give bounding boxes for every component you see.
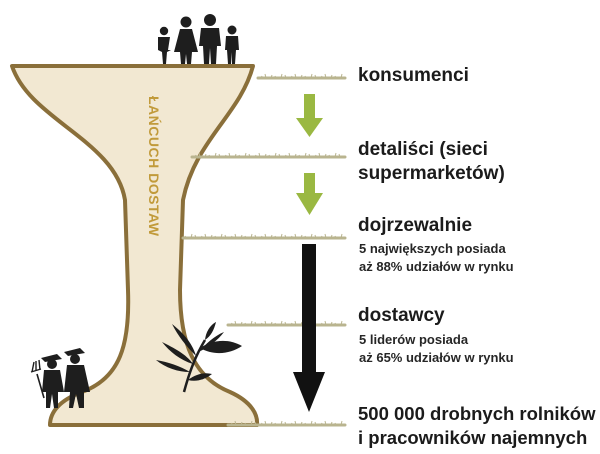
plant-icon [156, 322, 242, 393]
level-retailers-title-line2: supermarketów) [358, 163, 505, 184]
farmers-icon [30, 348, 90, 408]
level-retailers-title-line1: detaliści (sieci [358, 139, 488, 160]
level-line [190, 152, 347, 159]
level-lines [181, 73, 347, 427]
level-consumers-title: konsumenci [358, 65, 469, 86]
level-suppliers-detail-line1: 5 liderów posiada [359, 332, 469, 347]
family-icon [158, 14, 239, 64]
level-farmers-title-line2: i pracowników najemnych [358, 427, 588, 448]
level-line [256, 73, 347, 80]
level-suppliers-detail-line2: aż 65% udziałów w rynku [359, 350, 514, 365]
supply-chain-label: ŁAŃCUCH DOSTAW [146, 96, 162, 237]
level-line [181, 233, 347, 240]
level-line [226, 320, 347, 327]
level-ripeners-detail-line1: 5 największych posiada [359, 241, 506, 256]
black-arrow [293, 244, 325, 412]
level-ripeners-detail-line2: aż 88% udziałów w rynku [359, 259, 514, 274]
level-suppliers-title: dostawcy [358, 305, 445, 326]
green-arrow-2 [296, 173, 323, 215]
level-line [226, 420, 347, 427]
level-farmers-title-line1: 500 000 drobnych rolników [358, 403, 596, 424]
level-ripeners-title: dojrzewalnie [358, 215, 473, 236]
green-arrow-1 [296, 94, 323, 137]
